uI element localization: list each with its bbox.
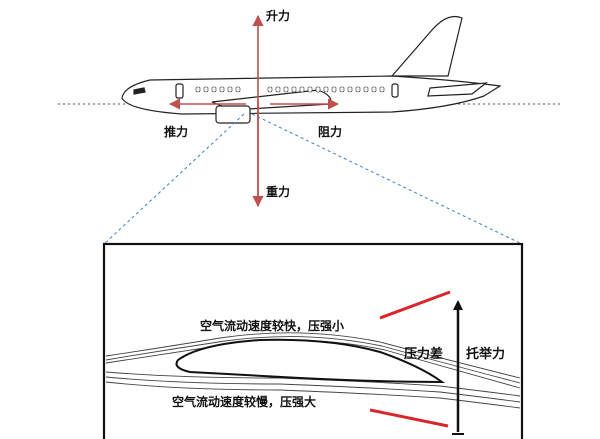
cabin-window [347,86,353,93]
cockpit-window [133,87,146,95]
cabin-window [299,86,305,93]
cabin-window [323,86,329,93]
airplane [121,15,502,124]
thrust-label: 推力 [164,124,188,139]
horizontal-stabilizer [427,82,488,97]
gravity-label: 重力 [266,184,290,199]
cabin-window [363,86,369,93]
cabin-window [379,86,385,93]
cabin-window [203,86,209,93]
pressure-diff-label: 压力差 [404,346,443,362]
cabin-window [219,86,225,93]
tail-fin [390,15,463,77]
cabin-window [291,86,297,93]
door-front [175,83,184,99]
drag-label: 阻力 [318,124,342,139]
zoom-line-right [251,113,523,245]
cabin-window [267,86,273,93]
door-rear [391,83,399,98]
cabin-window [235,86,241,93]
cabin-window [211,86,217,93]
cabin-window [371,86,377,93]
cabin-window [339,86,345,93]
cabin-window [227,86,233,93]
cabin-window [283,86,289,93]
cabin-window [315,86,321,93]
cabin-windows [195,86,385,93]
cabin-window [331,86,337,93]
airfoil [175,338,446,384]
engine [215,105,251,124]
cabin-window [275,86,281,93]
upper-note-label: 空气流动速度较快，压强小 [200,318,344,333]
cabin-window [355,86,361,93]
cabin-window [307,86,313,93]
upper-note-pointer [379,290,451,320]
lower-note-label: 空气流动速度较慢，压强大 [172,394,316,409]
lift-label: 升力 [266,8,290,23]
zoom-line-left [103,113,245,245]
cabin-window [195,86,201,93]
lower-note-pointer [369,408,449,428]
lift-force-label: 托举力 [466,346,505,362]
